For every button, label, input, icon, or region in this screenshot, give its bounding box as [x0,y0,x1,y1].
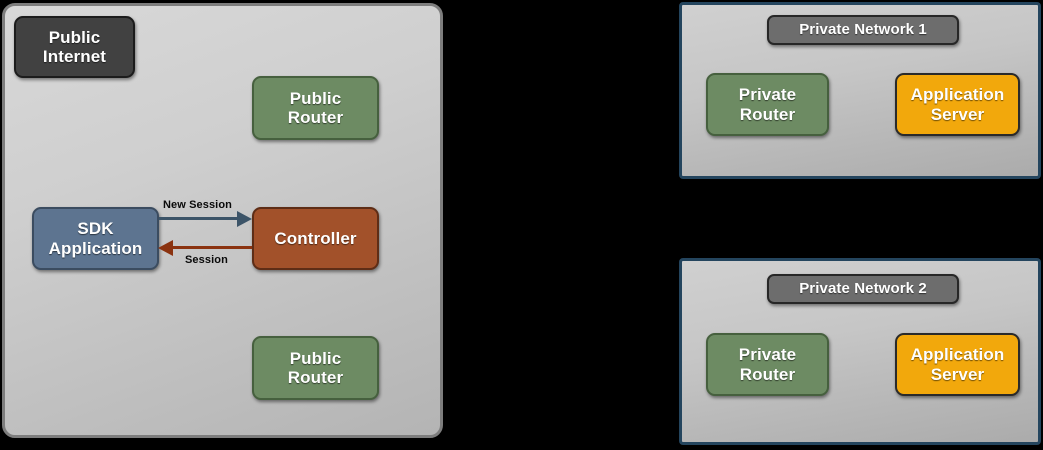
connector-session-line [172,246,252,249]
node-controller-label: Controller [274,228,357,248]
node-public-internet[interactable]: Public Internet [14,16,135,78]
node-public-router-top-label: Public Router [287,88,344,127]
private-network-2-panel: Private Network 2 Private Router Applica… [679,258,1041,445]
node-private-router-1-label: Private Router [738,85,797,124]
node-public-router-bottom-label: Public Router [287,348,344,387]
connector-new-session-line [159,217,238,220]
node-public-router-bottom[interactable]: Public Router [252,336,379,400]
node-private-router-2-label: Private Router [738,345,797,384]
node-application-server-2-label: Application Server [910,345,1005,384]
node-private-router-2[interactable]: Private Router [706,333,829,396]
private-network-2-title-badge: Private Network 2 [767,274,959,304]
connector-new-session-label: New Session [163,199,232,211]
private-network-1-panel: Private Network 1 Private Router Applica… [679,2,1041,179]
node-public-internet-label: Public Internet [42,27,107,66]
node-application-server-1-label: Application Server [910,85,1005,124]
node-application-server-2[interactable]: Application Server [895,333,1020,396]
node-public-router-top[interactable]: Public Router [252,76,379,140]
node-sdk-application-label: SDK Application [48,219,143,258]
private-network-1-title: Private Network 1 [799,20,927,38]
public-internet-zone-panel: Public Internet Public Router SDK Applic… [2,3,443,438]
node-private-router-1[interactable]: Private Router [706,73,829,136]
connector-session-label: Session [185,254,228,266]
node-controller[interactable]: Controller [252,207,379,270]
node-application-server-1[interactable]: Application Server [895,73,1020,136]
arrowhead-left-icon [158,240,173,256]
private-network-1-title-badge: Private Network 1 [767,15,959,45]
node-sdk-application[interactable]: SDK Application [32,207,159,270]
arrowhead-right-icon [237,211,252,227]
private-network-2-title: Private Network 2 [799,279,927,297]
